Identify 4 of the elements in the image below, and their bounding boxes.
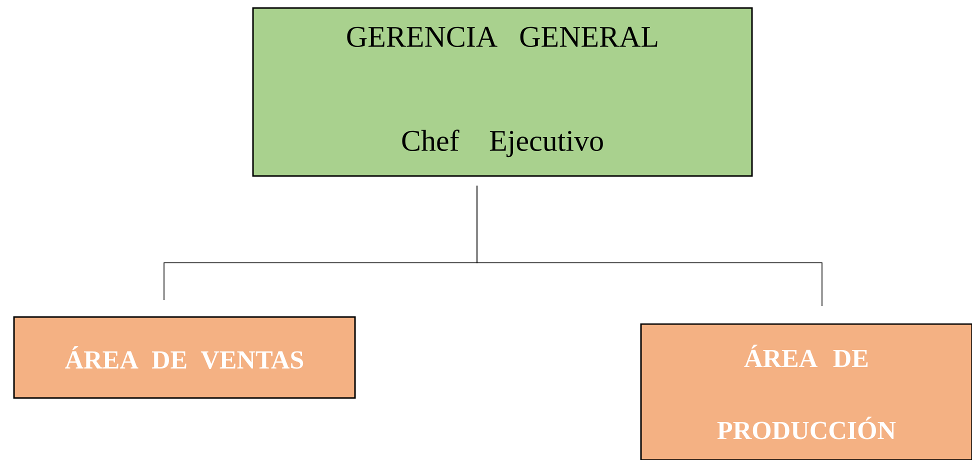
connector-line [476, 185, 822, 306]
department-box: ÁREA DE VENTAS [13, 316, 356, 399]
executive-box: GERENCIA GENERAL Chef Ejecutivo [252, 7, 753, 177]
department-box: ÁREA DE PRODUCCIÓN [640, 323, 972, 460]
